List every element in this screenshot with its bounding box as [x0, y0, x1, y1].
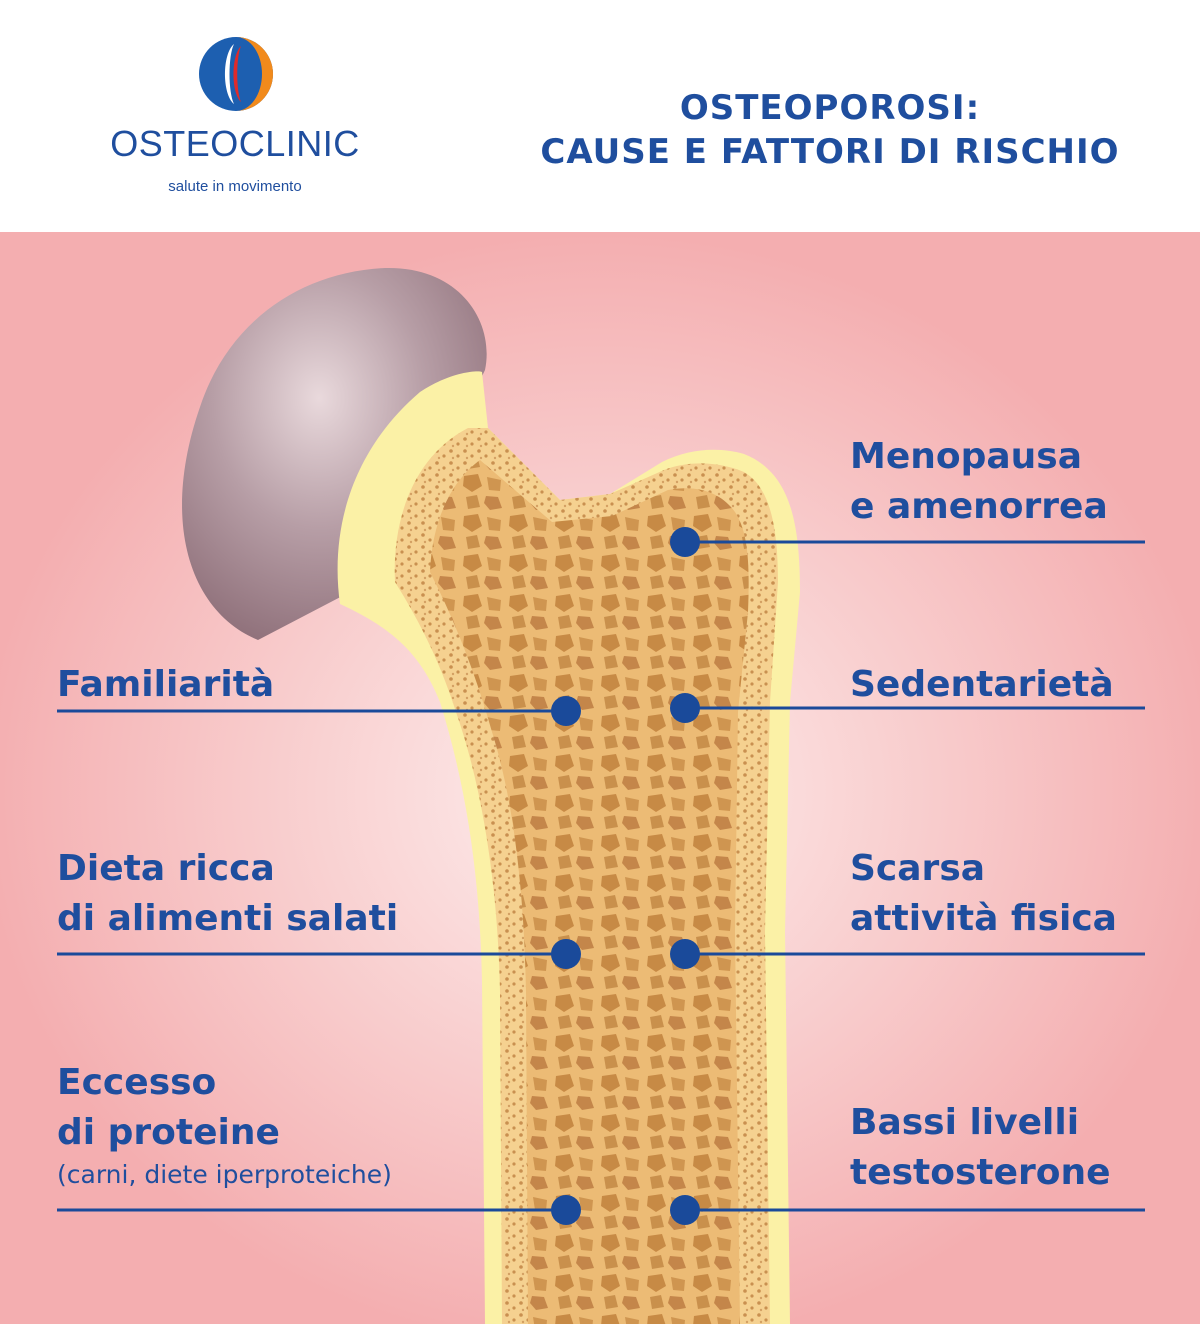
marker-bassi: [670, 1195, 700, 1225]
femoral-head: [182, 267, 487, 640]
marker-scarsa: [670, 939, 700, 969]
title-line-2: CAUSE E FATTORI DI RISCHIO: [540, 132, 1120, 172]
label-sedentarieta: Sedentarietà: [850, 660, 1114, 710]
label-dieta: Dieta ricca di alimenti salati: [57, 844, 398, 944]
label-menopausa-line-1: Menopausa: [850, 436, 1083, 477]
label-familiarita: Familiarità: [57, 660, 274, 710]
label-bassi-line-2: testosterone: [850, 1152, 1111, 1193]
femur-illustration: [57, 267, 1145, 1324]
illustration-panel: Menopausa e amenorrea Familiarità Sedent…: [0, 232, 1200, 1324]
leader-lines: [57, 540, 1145, 1212]
label-eccesso-line-2: di proteine: [57, 1112, 280, 1153]
trabecular-bone: [430, 460, 749, 1324]
title-line-1: OSTEOPOROSI:: [679, 88, 981, 128]
label-eccesso-note: (carni, diete iperproteiche): [57, 1160, 392, 1189]
label-scarsa-line-1: Scarsa: [850, 848, 986, 889]
label-familiarita-line-1: Familiarità: [57, 664, 275, 705]
label-eccesso-line-1: Eccesso: [57, 1062, 217, 1103]
label-dieta-line-2: di alimenti salati: [57, 898, 399, 939]
label-scarsa: Scarsa attività fisica: [850, 844, 1117, 944]
marker-dieta: [551, 939, 581, 969]
label-menopausa: Menopausa e amenorrea: [850, 432, 1108, 532]
brand-tagline: salute in movimento: [168, 178, 302, 195]
label-sedentarieta-line-1: Sedentarietà: [850, 664, 1114, 705]
label-menopausa-line-2: e amenorrea: [850, 486, 1108, 527]
brand-name: OSTEOCLINIC: [110, 123, 360, 164]
osteoclinic-logo-icon: [199, 37, 273, 111]
marker-menopausa: [670, 527, 700, 557]
page-title: OSTEOPOROSI: CAUSE E FATTORI DI RISCHIO: [440, 86, 1200, 174]
label-scarsa-line-2: attività fisica: [850, 898, 1117, 939]
label-eccesso: Eccesso di proteine (carni, diete iperpr…: [57, 1058, 392, 1192]
marker-eccesso: [551, 1195, 581, 1225]
marker-familiarita: [551, 696, 581, 726]
header: OSTEOCLINIC salute in movimento OSTEOPOR…: [0, 0, 1200, 232]
label-dieta-line-1: Dieta ricca: [57, 848, 275, 889]
label-bassi: Bassi livelli testosterone: [850, 1098, 1111, 1198]
label-bassi-line-1: Bassi livelli: [850, 1102, 1080, 1143]
marker-sedentarieta: [670, 693, 700, 723]
